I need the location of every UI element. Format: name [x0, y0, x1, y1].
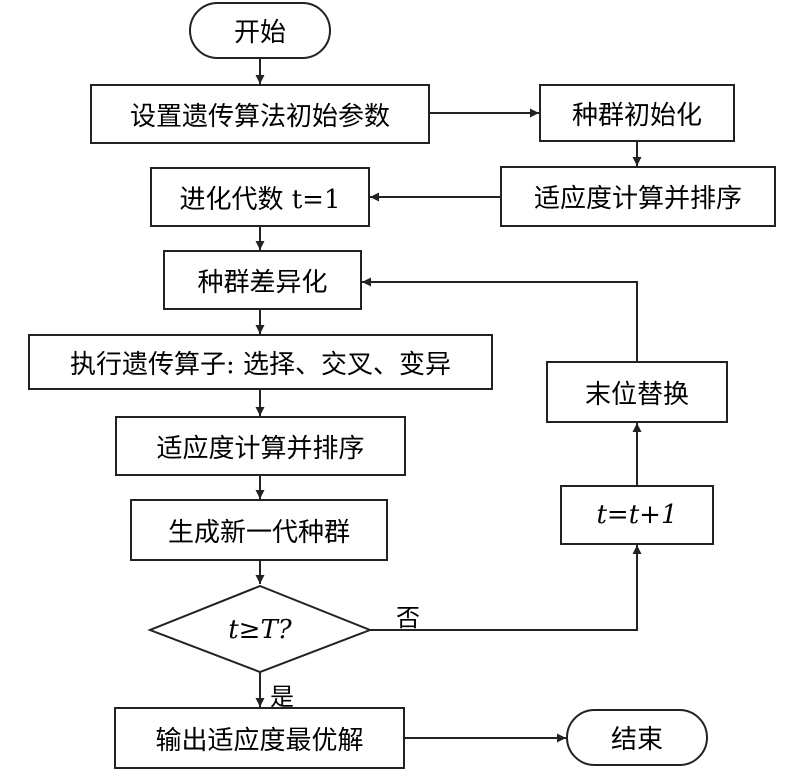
- gen-count-label: 进化代数 t=1: [179, 184, 341, 215]
- pop-init-node: 种群初始化: [539, 84, 735, 142]
- end-node: 结束: [566, 709, 708, 766]
- gen-count-node: 进化代数 t=1: [150, 167, 370, 227]
- pop-diff-node: 种群差异化: [163, 250, 362, 310]
- output-label: 输出适应度最优解: [155, 725, 364, 756]
- new-gen-node: 生成新一代种群: [130, 499, 388, 561]
- new-gen-label: 生成新一代种群: [167, 517, 350, 548]
- edge-replace-to-popdiff: [362, 277, 638, 361]
- fitness-sort-2-node: 适应度计算并排序: [115, 416, 406, 476]
- fitness-sort-1-label: 适应度计算并排序: [533, 184, 742, 214]
- fitness-sort-1-node: 适应度计算并排序: [500, 166, 776, 227]
- replace-last-node: 末位替换: [546, 361, 728, 423]
- condition-label: t≥T?: [228, 615, 292, 645]
- set-params-node: 设置遗传算法初始参数: [90, 84, 430, 144]
- end-label: 结束: [610, 725, 663, 755]
- set-params-label: 设置遗传算法初始参数: [129, 101, 390, 132]
- pop-init-label: 种群初始化: [571, 100, 702, 131]
- fitness-sort-2-label: 适应度计算并排序: [156, 433, 365, 464]
- exec-ops-label: 执行遗传算子: 选择、交叉、变异: [69, 349, 452, 380]
- increment-label: t=t+1: [596, 500, 678, 530]
- condition-diamond: [147, 584, 373, 674]
- output-node: 输出适应度最优解: [114, 707, 405, 769]
- increment-node: t=t+1: [560, 485, 714, 545]
- pop-diff-label: 种群差异化: [197, 267, 328, 298]
- start-node: 开始: [189, 2, 331, 59]
- exec-ops-node: 执行遗传算子: 选择、交叉、变异: [28, 334, 493, 390]
- edge-condition-no-to-increment: [370, 545, 642, 631]
- edge-label-no: 否: [396, 604, 420, 632]
- edge-label-yes: 是: [270, 683, 294, 711]
- replace-last-label: 末位替换: [584, 379, 689, 410]
- start-label: 开始: [233, 18, 286, 48]
